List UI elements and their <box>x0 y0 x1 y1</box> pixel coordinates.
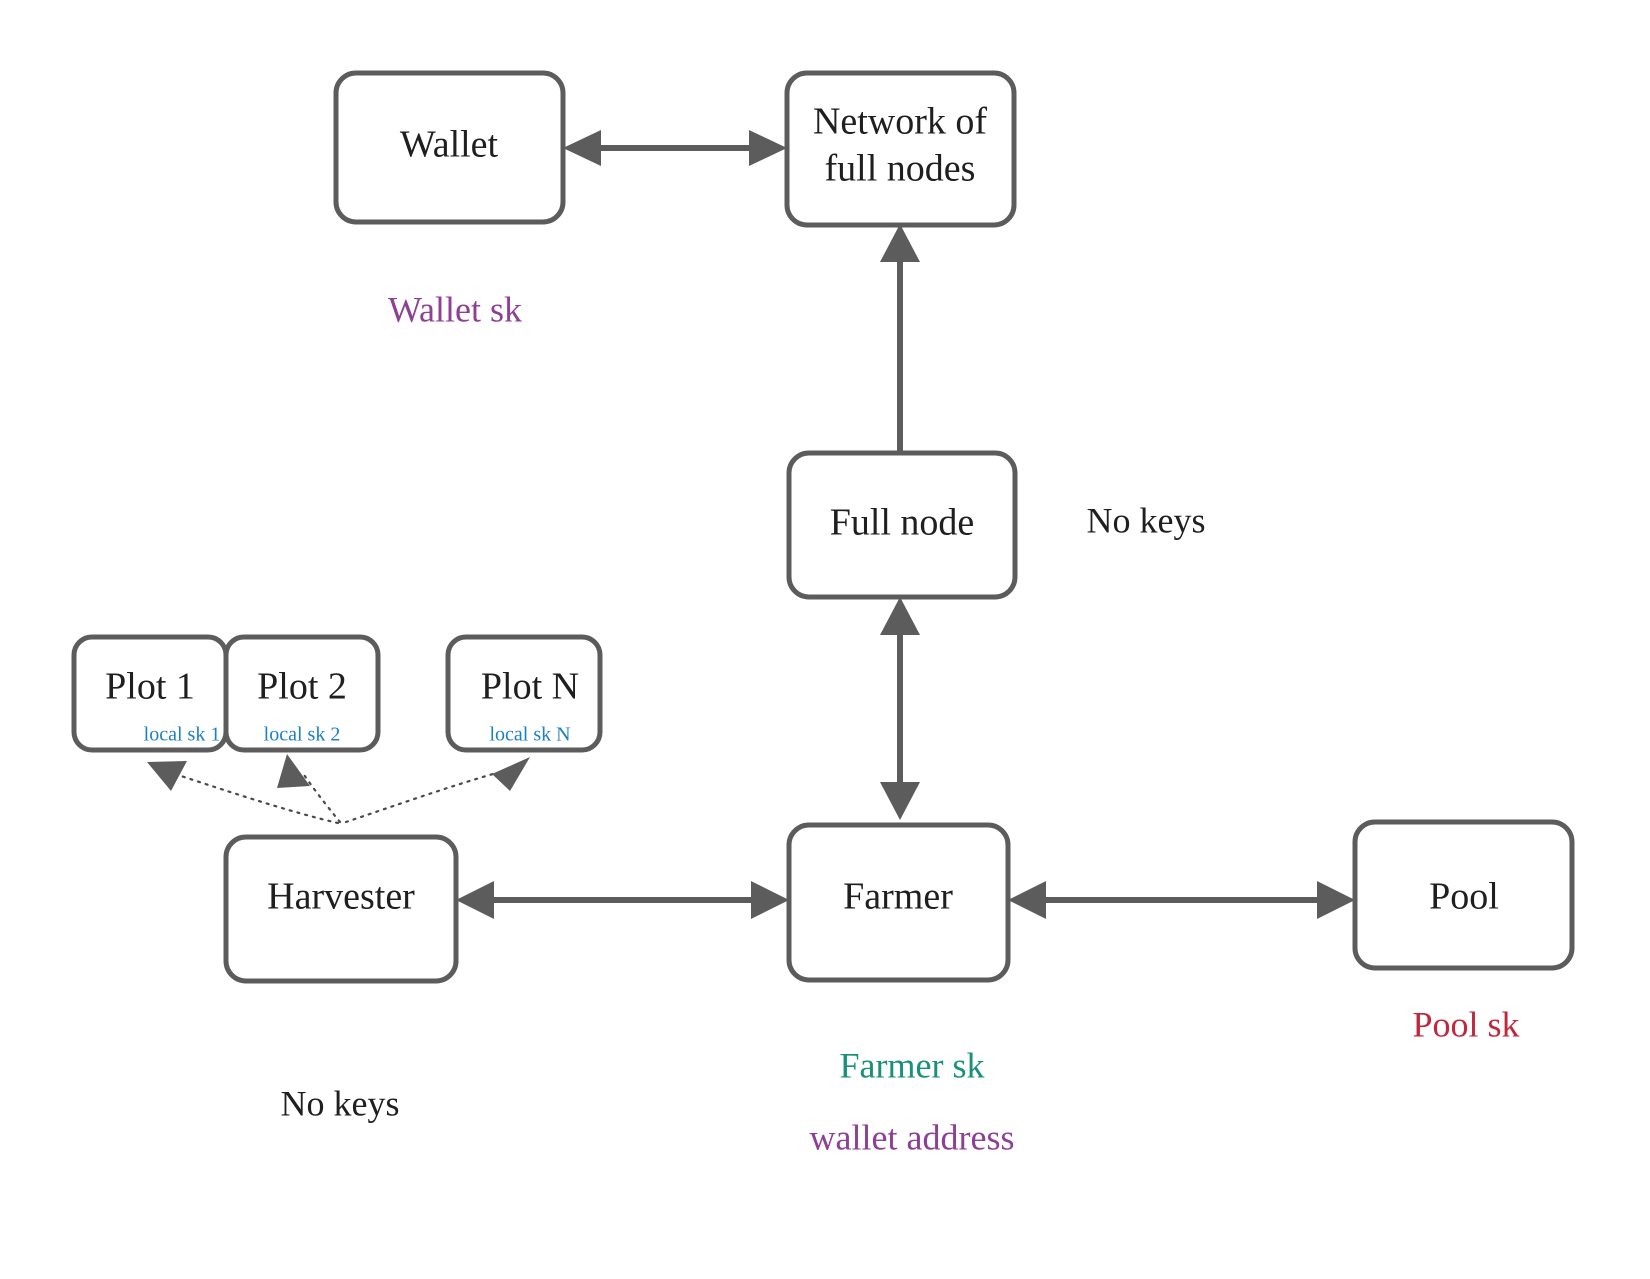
node-pool[interactable]: Pool <box>1352 819 1575 971</box>
node-network-label-line2: full nodes <box>825 148 976 190</box>
dotted-line-plot1 <box>176 773 340 825</box>
arrowhead-plot1 <box>147 761 187 791</box>
annotation-wallet-sk: Wallet sk <box>388 289 522 329</box>
node-pool-box[interactable] <box>1352 819 1575 971</box>
edge-farmer-pool <box>1008 881 1355 919</box>
node-harvester-box[interactable] <box>223 834 459 984</box>
annotation-farmer-sk: Farmer sk <box>840 1045 985 1085</box>
edge-fullnode-network <box>880 224 920 453</box>
node-plot-n[interactable]: Plot N local sk N <box>445 634 603 753</box>
node-farmer[interactable]: Farmer <box>786 822 1011 983</box>
node-farmer-label: Farmer <box>843 876 953 918</box>
node-pool-label: Pool <box>1429 876 1499 918</box>
arrowhead-up <box>880 597 920 635</box>
arrowhead-left <box>563 130 601 166</box>
node-network-label-line1: Network of <box>813 101 987 143</box>
annotation-wallet-address: wallet address <box>810 1117 1015 1157</box>
arrowhead-left <box>456 881 494 919</box>
annotation-no-keys-fullnode: No keys <box>1087 500 1206 540</box>
annotation-pool-sk: Pool sk <box>1412 1004 1519 1044</box>
arrowhead-plotn <box>492 757 530 791</box>
node-plot-1-key-label: local sk 1 <box>144 724 221 746</box>
arrowhead-down <box>880 782 920 820</box>
node-plot-2-key-label: local sk 2 <box>264 724 341 746</box>
node-wallet-label: Wallet <box>400 124 499 166</box>
node-plot-1-label: Plot 1 <box>105 666 195 708</box>
node-plot-2[interactable]: Plot 2 local sk 2 <box>223 634 381 753</box>
node-plot-n-box[interactable] <box>445 634 603 753</box>
arrowhead-right <box>1317 881 1355 919</box>
node-plot-2-box[interactable] <box>223 634 381 753</box>
node-plot-2-label: Plot 2 <box>257 666 347 708</box>
arrowhead-right <box>749 130 787 166</box>
edge-wallet-network <box>563 130 787 166</box>
annotation-no-keys-harvester: No keys <box>281 1083 400 1123</box>
node-wallet-box[interactable] <box>333 70 566 225</box>
node-plot-1[interactable]: Plot 1 local sk 1 <box>71 634 229 753</box>
edge-harvester-plots <box>147 754 530 825</box>
node-full-node-label: Full node <box>830 502 975 544</box>
node-plot-n-label: Plot N <box>481 666 579 708</box>
edge-fullnode-farmer <box>880 597 920 820</box>
node-harvester[interactable]: Harvester <box>223 834 459 984</box>
node-network-box[interactable] <box>784 70 1017 228</box>
arrowhead-up <box>880 224 920 262</box>
node-wallet[interactable]: Wallet <box>333 70 566 225</box>
node-network-of-full-nodes[interactable]: Network of full nodes <box>784 70 1017 228</box>
arrowhead-plot2 <box>277 754 310 788</box>
arrowhead-right <box>751 881 789 919</box>
node-plot-n-key-label: local sk N <box>489 724 570 746</box>
node-harvester-label: Harvester <box>267 876 415 918</box>
node-full-node[interactable]: Full node <box>786 450 1018 600</box>
dotted-line-plotn <box>344 770 502 824</box>
node-full-node-box[interactable] <box>786 450 1018 600</box>
edge-harvester-farmer <box>456 881 789 919</box>
node-farmer-box[interactable] <box>786 822 1011 983</box>
arrowhead-left <box>1008 881 1046 919</box>
dotted-line-plot2 <box>300 770 342 824</box>
